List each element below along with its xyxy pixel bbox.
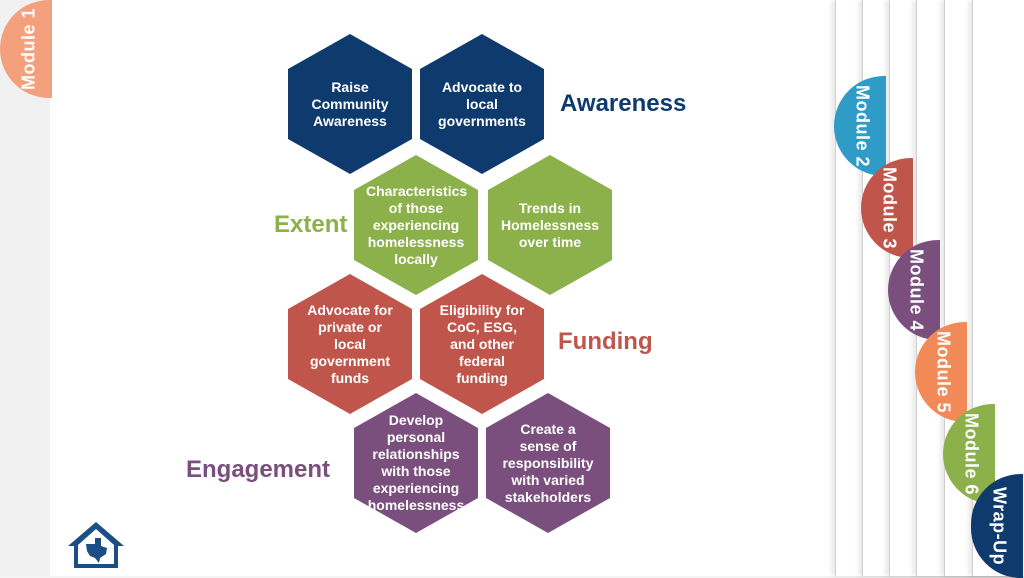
label-engagement: Engagement — [186, 456, 331, 483]
house-texas-icon — [68, 522, 124, 568]
label-extent: Extent — [274, 211, 348, 238]
label-funding: Funding — [558, 328, 653, 355]
tab-module-2-label: Module 2 — [852, 84, 873, 167]
hex-create-responsibility: Create a sense of responsibility with va… — [486, 393, 610, 533]
hex-advocate-funds: Advocate for private or local government… — [288, 274, 412, 414]
hex-eligibility: Eligibility for CoC, ESG, and other fede… — [420, 274, 544, 414]
tab-wrap-up-label: Wrap-Up — [989, 486, 1010, 566]
hex-eligibility-text: Eligibility for CoC, ESG, and other fede… — [439, 301, 525, 386]
hex-trends: Trends in Homelessness over time — [488, 155, 612, 295]
hex-raise-community-awareness-text: Raise Community Awareness — [311, 78, 389, 129]
tab-module-1-label: Module 1 — [18, 8, 39, 91]
hex-create-responsibility-text: Create a sense of responsibility with va… — [502, 420, 594, 505]
hex-develop-relationships-text: Develop personal relationships with thos… — [367, 412, 465, 513]
tab-module-3-label: Module 3 — [879, 166, 900, 249]
hex-advocate-local-governments-text: Advocate to local governments — [438, 78, 526, 129]
tab-module-6-label: Module 6 — [961, 412, 982, 495]
tab-module-5-label: Module 5 — [933, 330, 954, 413]
hex-develop-relationships: Develop personal relationships with thos… — [354, 393, 478, 533]
hex-trends-text: Trends in Homelessness over time — [500, 199, 600, 250]
hex-advocate-funds-text: Advocate for private or local government… — [307, 301, 393, 386]
hex-characteristics-text: Characteristics of those experiencing ho… — [366, 182, 468, 267]
label-awareness: Awareness — [560, 90, 687, 117]
tab-module-4-label: Module 4 — [906, 248, 927, 331]
